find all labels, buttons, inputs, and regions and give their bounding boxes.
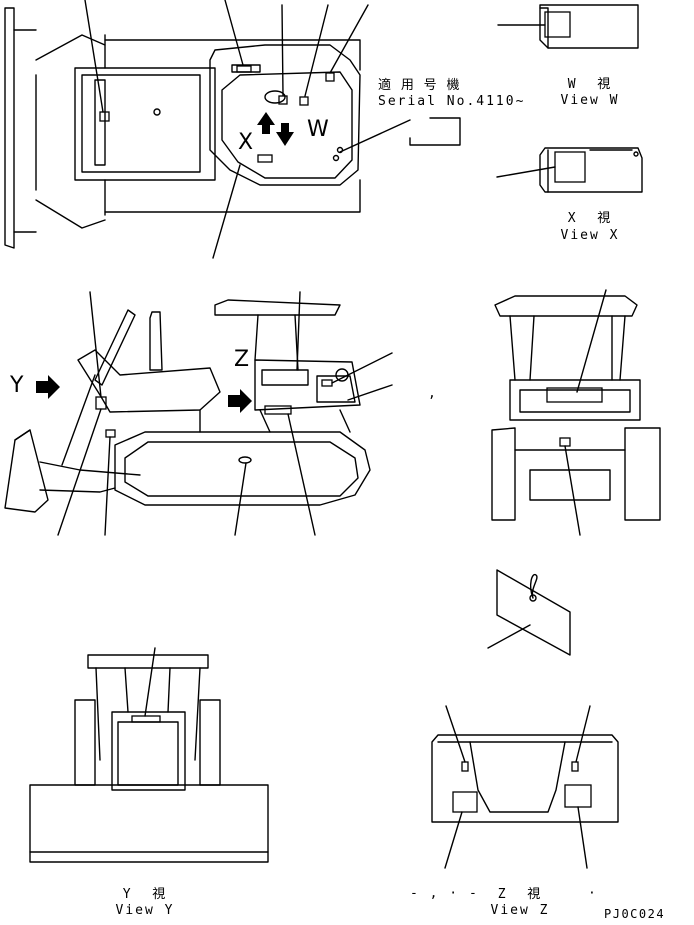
top-view (4, 0, 461, 259)
side-view (4, 291, 393, 536)
arrow-right-icon (228, 389, 252, 413)
view-z-caption-jp: Z 視 (497, 887, 543, 902)
arrow-up-icon (257, 112, 275, 134)
view-w-caption-jp: W 視 (567, 77, 613, 92)
arrow-right-icon (36, 375, 60, 399)
view-x-detail (496, 147, 643, 193)
view-z-suffix-mark: · (588, 886, 598, 901)
view-x-caption-en: View X (560, 228, 620, 243)
view-letter-y: Y (10, 373, 24, 398)
view-w-caption-en: View W (560, 93, 620, 108)
view-letter-z: Z (234, 347, 250, 372)
comma-mark: , (428, 386, 438, 401)
view-z (431, 705, 619, 869)
view-y-caption-jp: Y 視 (122, 887, 168, 902)
view-w-detail (497, 4, 639, 49)
front-view (491, 289, 661, 536)
view-letter-w: W (307, 117, 329, 142)
view-x-caption-jp: X 視 (567, 211, 613, 226)
serial-note-en: Serial No.4110~ (378, 94, 526, 109)
view-y-caption-en: View Y (115, 903, 175, 918)
view-y (29, 647, 269, 863)
serial-note-jp: 適 用 号 機 (378, 78, 461, 93)
view-z-prefix-marks: - , · - (410, 886, 479, 901)
drawing-code: PJ0C024 (604, 907, 666, 921)
view-z-caption-en: View Z (490, 903, 550, 918)
arrow-down-icon (276, 123, 294, 146)
view-letter-x: X (238, 130, 254, 155)
tag-detail (487, 569, 571, 656)
